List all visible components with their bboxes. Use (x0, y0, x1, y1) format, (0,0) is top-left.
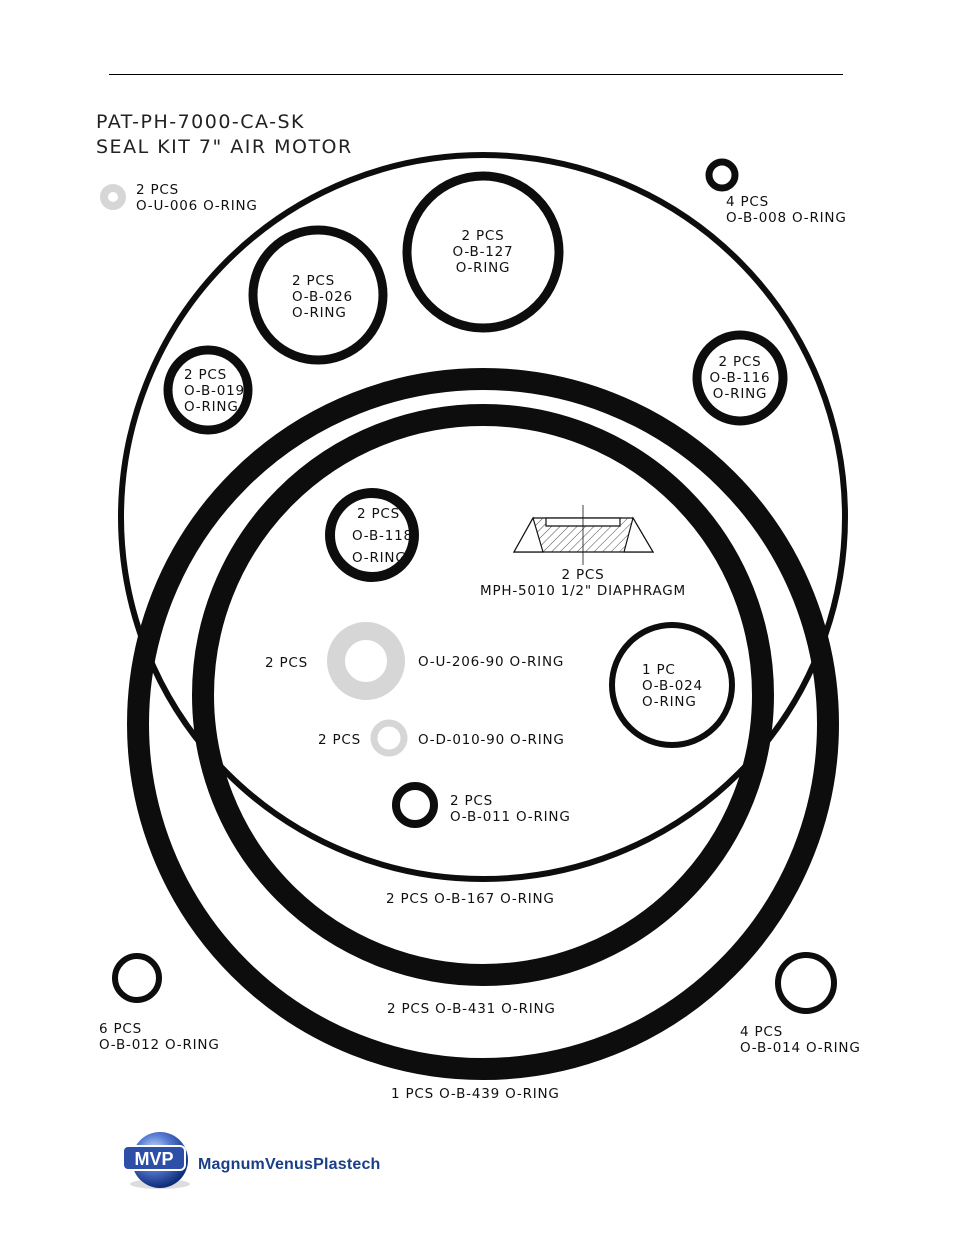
o-b-008-label: 4 PCS O-B-008 O-RING (726, 194, 847, 226)
o-b-118-ring (325, 488, 419, 582)
o-b-127-label: 2 PCS O-B-127 O-RING (452, 228, 514, 276)
o-u-006-label: 2 PCS O-U-006 O-RING (136, 182, 258, 214)
emblem-text: MVP (134, 1149, 173, 1169)
o-b-127-ring (402, 171, 564, 333)
o-b-019-ring (163, 345, 253, 435)
o-b-026-label: 2 PCS O-B-026 O-RING (292, 273, 353, 321)
o-b-026-ring (248, 225, 388, 365)
company-name: MagnumVenusPlastech (198, 1156, 381, 1173)
o-b-011-label: 2 PCS O-B-011 O-RING (450, 793, 571, 825)
o-u-206-90-ring (327, 622, 405, 700)
o-b-439-ring (127, 368, 839, 1080)
o-b-008-ring (705, 158, 739, 192)
o-b-024-label: 1 PC O-B-024 O-RING (642, 662, 703, 710)
o-b-011-ring (392, 782, 438, 828)
o-b-012-label: 6 PCS O-B-012 O-RING (99, 1021, 220, 1053)
diaphragm-section (512, 505, 655, 565)
o-b-167-ring-large (118, 152, 848, 882)
o-b-014-label: 4 PCS O-B-014 O-RING (740, 1024, 861, 1056)
diaphragm-label: 2 PCS MPH-5010 1/2" DIAPHRAGM (480, 567, 686, 599)
o-u-206-90-qty: 2 PCS (265, 655, 309, 671)
header-rule (109, 74, 843, 75)
o-d-010-90-name: O-D-010-90 O-RING (418, 732, 565, 748)
o-d-010-90-ring (370, 719, 408, 757)
o-b-116-label: 2 PCS O-B-116 O-RING (709, 354, 771, 402)
mvp-logo: MVP (122, 1132, 190, 1189)
o-b-431-ring (192, 404, 774, 986)
o-u-206-90-name: O-U-206-90 O-RING (418, 654, 565, 670)
emblem-badge-icon (122, 1145, 186, 1171)
o-b-014-ring (775, 952, 837, 1014)
o-b-019-label: 2 PCS O-B-019 O-RING (184, 367, 245, 415)
o-b-439-label: 1 PCS O-B-439 O-RING (391, 1086, 560, 1102)
o-b-431-label: 2 PCS O-B-431 O-RING (387, 1001, 556, 1017)
o-b-116-ring (692, 330, 788, 426)
o-b-012-ring (112, 953, 162, 1003)
part-number-title: PAT-PH-7000-CA-SK (96, 111, 306, 133)
o-u-006-ring (100, 184, 126, 210)
o-b-118-label: 2 PCS O-B-118 O-RING (352, 506, 413, 566)
o-b-024-ring (609, 622, 735, 748)
o-d-010-90-qty: 2 PCS (318, 732, 362, 748)
o-b-167-label: 2 PCS O-B-167 O-RING (386, 891, 555, 907)
kit-description: SEAL KIT 7" AIR MOTOR (96, 136, 353, 158)
